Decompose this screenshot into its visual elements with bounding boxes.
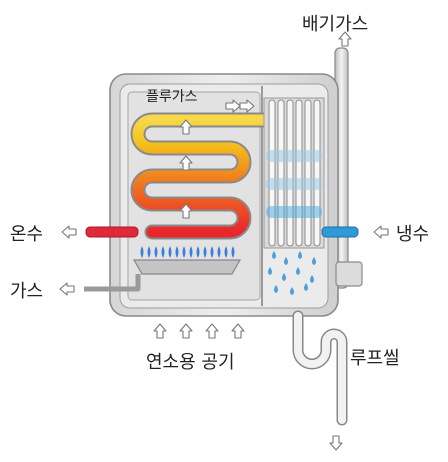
burner [132, 246, 242, 275]
flame-icon [161, 246, 165, 258]
flame-icon [154, 246, 158, 258]
flame-icon [217, 246, 221, 258]
coil-band [266, 206, 322, 218]
water-drop-icon [312, 257, 316, 265]
water-drop-icon [304, 283, 308, 291]
water-drop-icon [310, 275, 314, 283]
flame-icon [189, 246, 193, 258]
label-combustion-air: 연소용 공기 [146, 352, 235, 373]
flame-icon [203, 246, 207, 258]
water-drop-icon [274, 285, 278, 293]
flame-icon [168, 246, 172, 258]
label-loop-seal: 루프씰 [350, 348, 400, 369]
flame-icon [231, 246, 235, 258]
flame-icon [196, 246, 200, 258]
fin-tube [313, 99, 321, 247]
fin-tube [295, 99, 303, 247]
water-drop-icon [298, 251, 302, 259]
gas-pipe [84, 274, 141, 292]
flame-icon [147, 246, 151, 258]
flame-icon [182, 246, 186, 258]
water-drop-icon [272, 251, 276, 259]
heat-exchanger-coil [130, 112, 278, 240]
coil-band [266, 150, 322, 162]
hot-water-pipe [85, 226, 139, 238]
label-hot-water: 온수 [10, 224, 44, 245]
water-drop-icon [282, 273, 286, 281]
water-drop-icon [268, 251, 316, 295]
fin-tube [304, 99, 312, 247]
loop-seal-trap [292, 310, 348, 426]
coil-band [266, 178, 322, 190]
label-exhaust-gas: 배기가스 [302, 14, 369, 35]
label-flue-gas: 플루가스 [146, 89, 198, 105]
fin-tube [268, 99, 276, 247]
water-drop-icon [284, 257, 288, 265]
water-drop-icon [296, 267, 300, 275]
water-drop-icon [268, 267, 272, 275]
flame-icon [140, 246, 144, 258]
condensate-drain-box [335, 261, 363, 287]
cold-water-pipe [321, 226, 359, 238]
label-cold-water: 냉수 [396, 224, 430, 245]
label-gas: 가스 [10, 281, 44, 302]
flame-icon [210, 246, 214, 258]
water-drop-icon [290, 287, 294, 295]
flame-icon [224, 246, 228, 258]
fin-tube [286, 99, 294, 247]
flame-icon [175, 246, 179, 258]
secondary-heat-exchanger [263, 97, 325, 249]
flame-icon [140, 246, 235, 258]
fin-tube [277, 99, 285, 247]
